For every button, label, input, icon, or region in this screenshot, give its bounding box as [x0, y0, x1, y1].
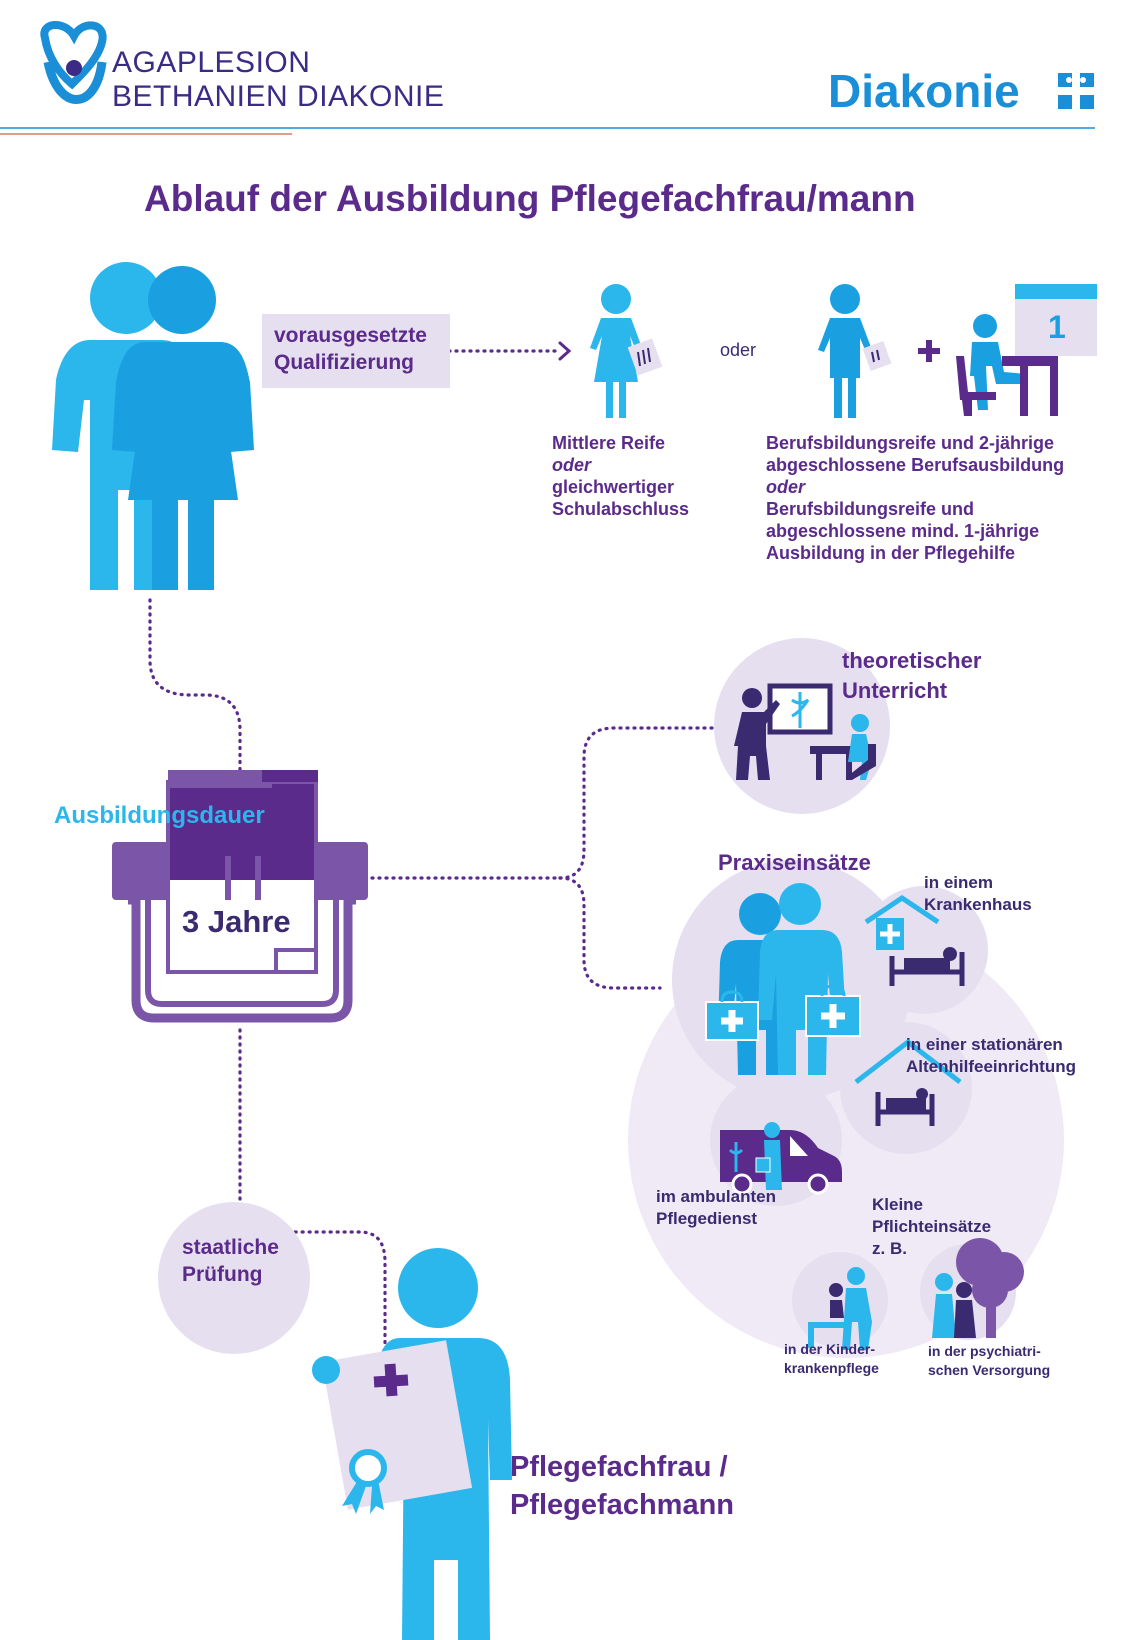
- logo-name-line2: BETHANIEN DIAKONIE: [112, 80, 445, 113]
- couple-icon: [52, 262, 254, 590]
- connector-arrowhead: [558, 341, 572, 361]
- calendar-number: 1: [1048, 309, 1066, 345]
- option2-text: Berufsbildungsreife und 2-jährige abgesc…: [766, 432, 1064, 564]
- graduate-icon: [312, 1248, 512, 1640]
- calendar-icon: [112, 770, 368, 1023]
- exam-label: staatliche Prüfung: [182, 1236, 279, 1286]
- classroom-icon: [734, 683, 876, 780]
- practice-hospital-label: in einem Krankenhaus: [924, 873, 1032, 914]
- practice-small-title: Kleine Pflichteinsätze z. B.: [872, 1195, 992, 1258]
- option1-or: oder: [552, 455, 592, 475]
- option1-text: Mittlere Reife oder gleichwertiger Schul…: [552, 432, 689, 520]
- tree-psychiatry-icon: [932, 1238, 1024, 1338]
- plus-icon: [918, 340, 940, 362]
- or-label: oder: [720, 340, 757, 360]
- connector-lines: [148, 349, 722, 1350]
- practice-elderly-label: in einer stationären Altenhilfeeinrichtu…: [906, 1035, 1076, 1076]
- result-label: Pflegefachfrau / Pflegefachmann: [510, 1451, 734, 1521]
- pediatric-icon: [808, 1267, 872, 1350]
- practice-children-label: in der Kinder- krankenpflege: [784, 1341, 879, 1376]
- man-certificate-icon: [818, 284, 892, 418]
- duration-value: 3 Jahre: [182, 904, 291, 939]
- practice-psych-label: in der psychiatri- schen Versorgung: [928, 1343, 1051, 1378]
- exam-circle: [158, 1202, 310, 1354]
- option2-or: oder: [766, 477, 806, 497]
- practice-title: Praxiseinsätze: [718, 850, 871, 875]
- agaplesion-logo-icon: [40, 21, 107, 104]
- theory-label: theoretischer Unterricht: [842, 648, 982, 703]
- option1-line2: gleichwertiger Schulabschluss: [552, 477, 690, 519]
- logo-name-line1: AGAPLESION: [112, 46, 311, 79]
- ambulance-car-icon: [720, 1122, 842, 1195]
- duration-label: Ausbildungsdauer: [54, 802, 265, 829]
- option2-line2: Berufsbildungsreife und abgeschlossene m…: [766, 499, 1040, 563]
- page-title: Ablauf der Ausbildung Pflegefachfrau/man…: [144, 178, 916, 219]
- nursing-home-icon: [854, 1038, 962, 1126]
- woman-certificate-icon: [590, 284, 663, 418]
- practice-ambulant-label: im ambulanten Pflegedienst: [656, 1187, 776, 1228]
- nurses-icon: [705, 883, 861, 1075]
- diakonie-cross-icon: [1058, 73, 1094, 109]
- diakonie-brand: Diakonie: [828, 65, 1020, 117]
- qualification-box: [262, 314, 450, 388]
- option1-line1: Mittlere Reife: [552, 433, 666, 453]
- student-desk-icon: 1: [956, 284, 1097, 416]
- option2-line1: Berufsbildungsreife und 2-jährige abgesc…: [766, 433, 1065, 475]
- qualification-label: vorausgesetzte Qualifizierung: [274, 324, 427, 374]
- hospital-icon: [864, 894, 965, 986]
